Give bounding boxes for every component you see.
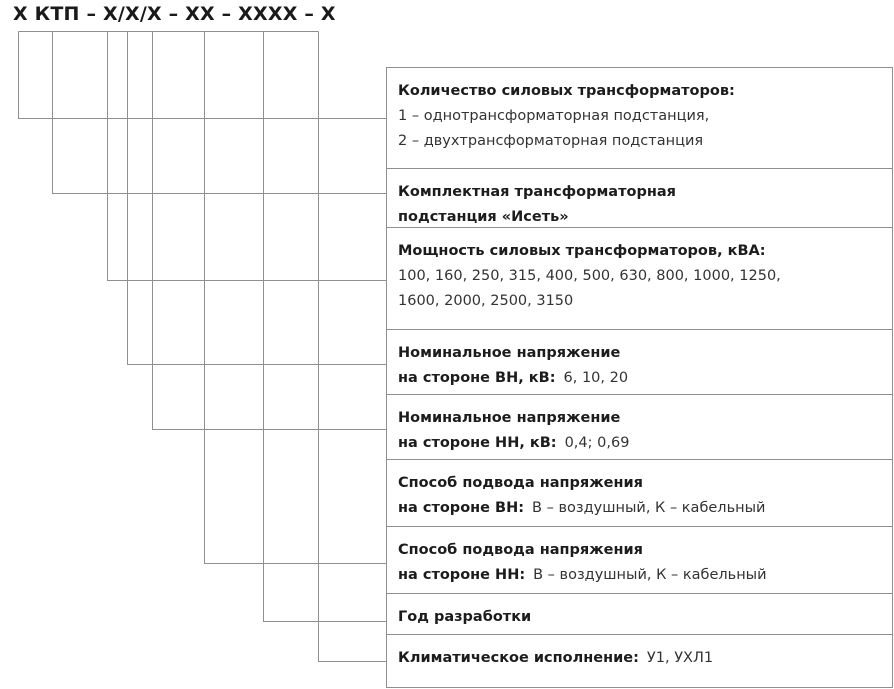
row-hv-voltage: Номинальное напряжение на стороне ВН, кВ…	[386, 329, 893, 395]
row-title: Количество силовых трансформаторов:	[398, 83, 735, 99]
connector-row-3	[107, 31, 386, 281]
row-title: Мощность силовых трансформаторов, кВА:	[398, 243, 766, 259]
connector-row-4	[127, 31, 386, 365]
connector-row-6	[204, 31, 386, 564]
row-substation-name: Комплектная трансформаторная подстанция …	[386, 168, 893, 228]
row-title: на стороне ВН, кВ:	[398, 370, 556, 386]
row-value-line: 2 – двухтрансформаторная подстанция	[398, 133, 704, 149]
row-value: В – воздушный, К – кабельный	[533, 567, 767, 583]
row-value: В – воздушный, К – кабельный	[532, 500, 766, 516]
connector-row-1	[18, 31, 386, 119]
row-title: Номинальное напряжение	[398, 410, 621, 426]
row-title: Способ подвода напряжения	[398, 542, 643, 558]
row-lv-supply-method: Способ подвода напряжения на стороне НН:…	[386, 526, 893, 594]
row-title: на стороне НН:	[398, 567, 526, 583]
row-title: Климатическое исполнение:	[398, 650, 639, 666]
row-title: на стороне ВН:	[398, 500, 525, 516]
row-value-line: 1600, 2000, 2500, 3150	[398, 293, 574, 309]
row-title: Номинальное напряжение	[398, 345, 621, 361]
row-value-line: 100, 160, 250, 315, 400, 500, 630, 800, …	[398, 268, 781, 284]
row-value: 6, 10, 20	[563, 370, 629, 386]
row-transformer-power: Мощность силовых трансформаторов, кВА: 1…	[386, 227, 893, 330]
row-climatic-version: Климатическое исполнение: У1, УХЛ1	[386, 634, 893, 688]
row-title: Год разработки	[398, 609, 532, 625]
connector-row-8	[318, 31, 386, 662]
row-lv-voltage: Номинальное напряжение на стороне НН, кВ…	[386, 394, 893, 460]
row-value: 0,4; 0,69	[564, 435, 630, 451]
row-title: Способ подвода напряжения	[398, 475, 643, 491]
row-title: на стороне НН, кВ:	[398, 435, 557, 451]
row-development-year: Год разработки	[386, 593, 893, 635]
row-value-line: 1 – однотрансформаторная подстанция,	[398, 108, 710, 124]
connector-row-2	[52, 31, 386, 194]
connector-row-7	[263, 31, 386, 622]
row-transformer-count: Количество силовых трансформаторов: 1 – …	[386, 67, 893, 169]
row-title: подстанция «Исеть»	[398, 209, 569, 225]
connector-row-5	[152, 31, 386, 430]
row-hv-supply-method: Способ подвода напряжения на стороне ВН:…	[386, 459, 893, 527]
row-value: У1, УХЛ1	[646, 650, 714, 666]
row-title: Комплектная трансформаторная	[398, 184, 676, 200]
designation-code: Х КТП – Х/Х/Х – ХХ – ХХХХ – Х	[13, 3, 336, 25]
